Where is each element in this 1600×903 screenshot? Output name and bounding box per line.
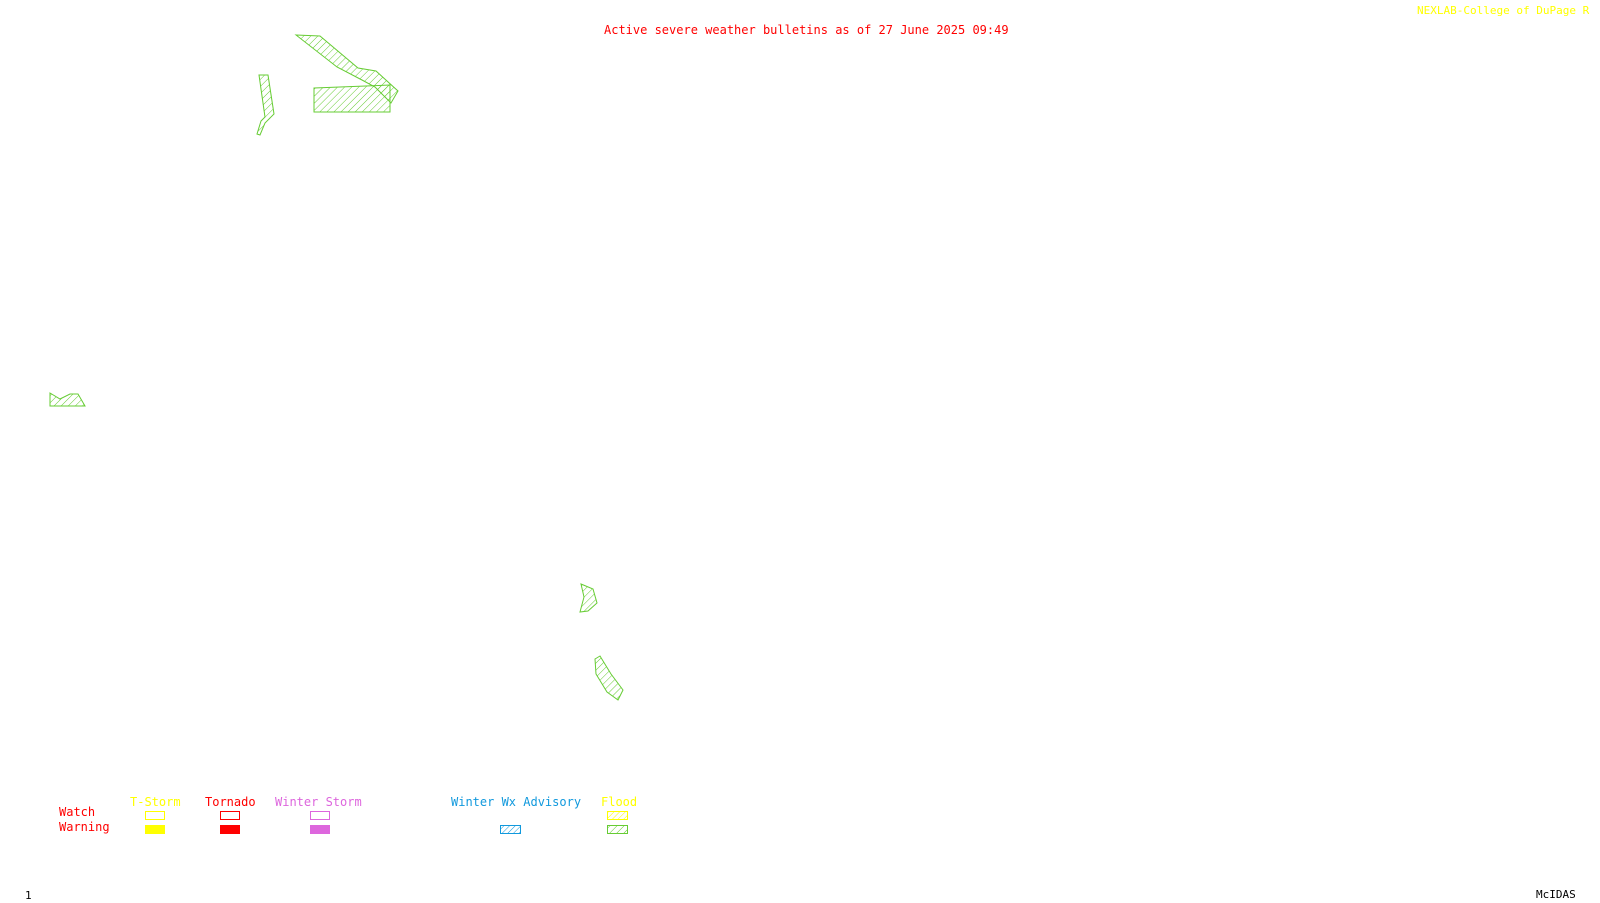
- legend-warning-row-label: Warning: [59, 820, 110, 834]
- legend-winter-wx-advisory-warning-swatch: [500, 825, 521, 834]
- legend-tstorm-label: T-Storm: [130, 795, 181, 809]
- legend-tornado-warning-swatch: [220, 825, 240, 834]
- legend-winter-storm-watch-swatch: [310, 811, 330, 820]
- bulletin-title: Active severe weather bulletins as of 27…: [604, 23, 1009, 37]
- legend-winter-storm-label: Winter Storm: [275, 795, 362, 809]
- source-credit: NEXLAB-College of DuPage R: [1417, 4, 1590, 17]
- frame-number: 1: [25, 889, 32, 902]
- legend-winter-wx-advisory-label: Winter Wx Advisory: [451, 795, 582, 809]
- flood-warning-polygon: [313, 84, 391, 113]
- flood-warning-polygon: [579, 583, 598, 613]
- flood-warning-polygon: [49, 392, 86, 407]
- flood-warning-polygon: [256, 74, 275, 136]
- legend-watch-row-label: Watch: [59, 805, 96, 819]
- legend-tornado-label: Tornado: [205, 795, 256, 809]
- legend-tstorm-warning-swatch: [145, 825, 165, 834]
- legend-flood-warning-swatch: [607, 825, 628, 834]
- flood-warning-polygon: [594, 655, 624, 701]
- software-label: McIDAS: [1536, 888, 1576, 901]
- legend-tornado-watch-swatch: [220, 811, 240, 820]
- flood-warning-polygon: [294, 34, 399, 104]
- legend-flood-watch-swatch: [607, 811, 628, 820]
- legend-winter-storm-warning-swatch: [310, 825, 330, 834]
- legend-tstorm-watch-swatch: [145, 811, 165, 820]
- legend-flood-label: Flood: [601, 795, 638, 809]
